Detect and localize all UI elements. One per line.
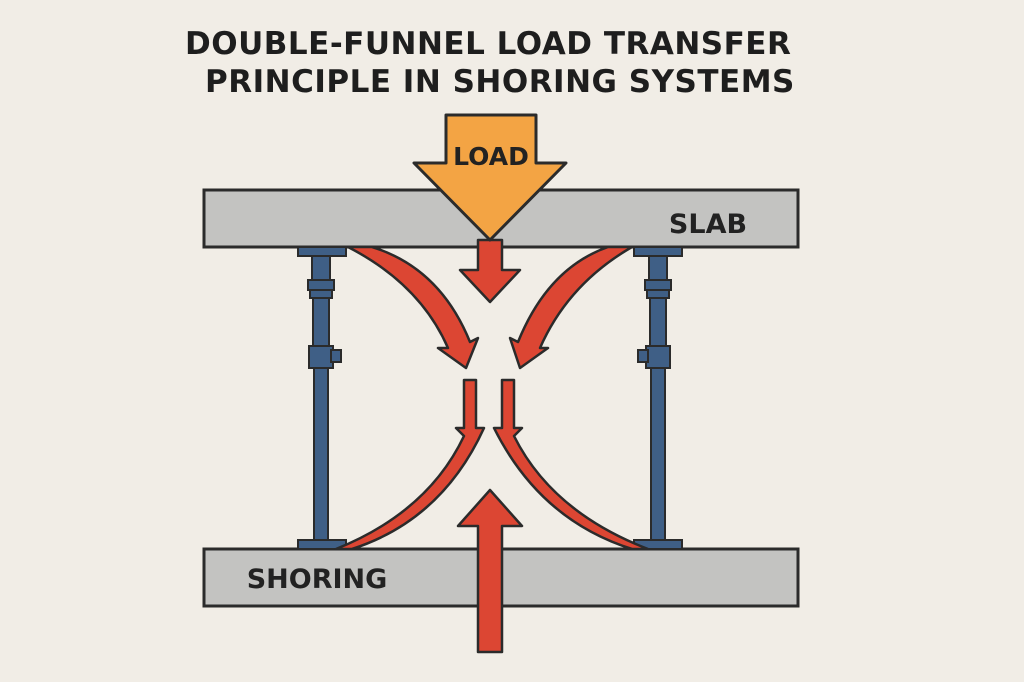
shoring-prop-right bbox=[633, 246, 683, 550]
title-line-2: PRINCIPLE IN SHORING SYSTEMS bbox=[205, 64, 795, 100]
shoring-label: SHORING bbox=[247, 564, 388, 595]
force-arrow-lower-right bbox=[492, 378, 650, 551]
slab-label: SLAB bbox=[669, 209, 747, 240]
force-arrow-reaction-up bbox=[456, 488, 524, 654]
load-label: LOAD bbox=[453, 142, 529, 171]
title-line-1: DOUBLE-FUNNEL LOAD TRANSFER bbox=[185, 26, 792, 62]
force-arrow-upper-left bbox=[346, 245, 480, 370]
load-arrow-icon bbox=[412, 113, 568, 242]
force-arrow-center-down bbox=[458, 238, 522, 304]
force-arrow-upper-right bbox=[508, 245, 634, 370]
shoring-prop-left bbox=[297, 246, 347, 550]
force-arrow-lower-left bbox=[334, 378, 486, 551]
